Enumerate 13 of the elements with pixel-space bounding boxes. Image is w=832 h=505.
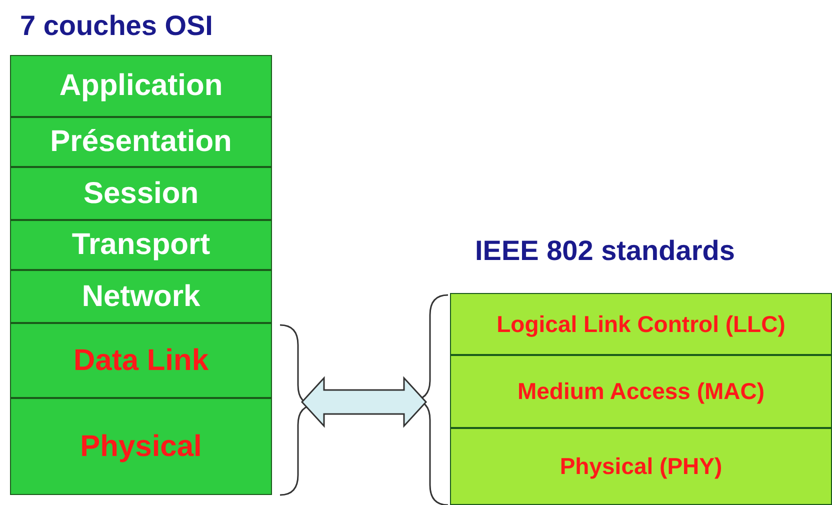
stack-title: 7 couches OSI xyxy=(20,10,213,42)
layer-box: Logical Link Control (LLC) xyxy=(450,293,832,355)
layer-box: Physical xyxy=(10,398,272,495)
layer-box: Network xyxy=(10,270,272,323)
layer-box: Medium Access (MAC) xyxy=(450,355,832,428)
layer-box: Transport xyxy=(10,220,272,270)
stack-title: IEEE 802 standards xyxy=(475,235,735,267)
layer-box: Application xyxy=(10,55,272,117)
layer-box: Présentation xyxy=(10,117,272,167)
layer-box: Session xyxy=(10,167,272,220)
layer-box: Data Link xyxy=(10,323,272,398)
double-arrow xyxy=(300,376,428,428)
layer-box: Physical (PHY) xyxy=(450,428,832,505)
